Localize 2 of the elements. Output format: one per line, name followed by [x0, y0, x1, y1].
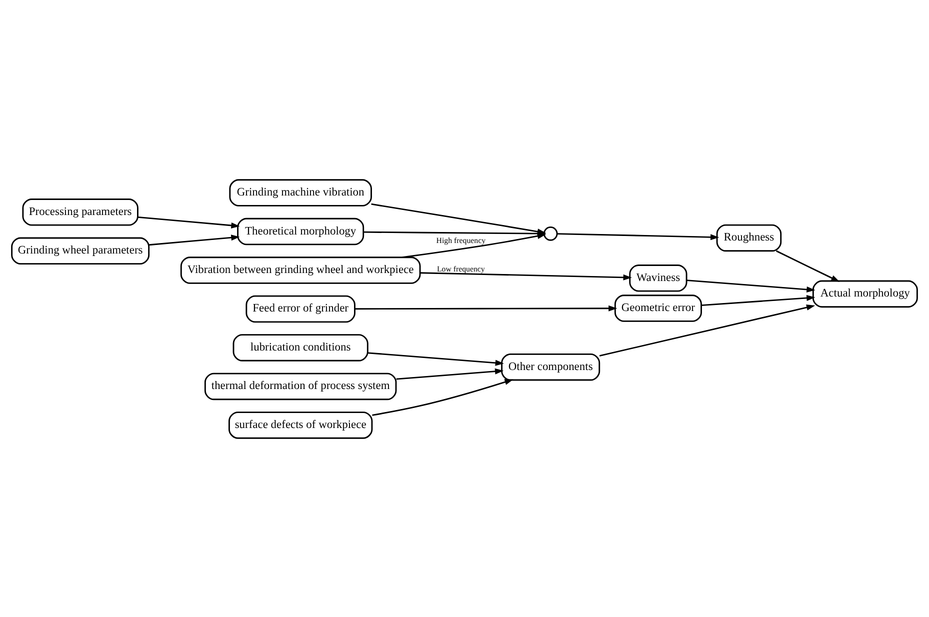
edge-label: Low frequency — [436, 264, 485, 274]
edge-label: High frequency — [436, 235, 486, 244]
